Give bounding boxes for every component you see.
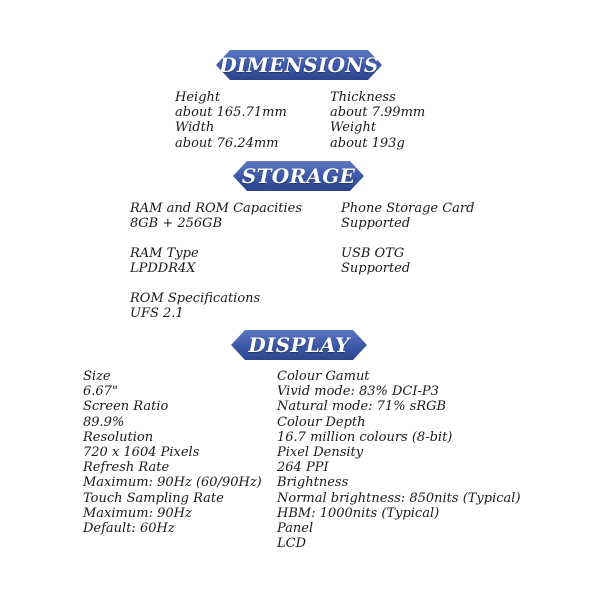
display-title: DISPLAY <box>248 333 350 357</box>
brightness-label: Brightness <box>277 475 349 491</box>
display-banner: DISPLAY <box>231 330 367 360</box>
resolution-value: 720 x 1604 Pixels <box>83 445 200 461</box>
pixel-density-label: Pixel Density <box>277 445 364 461</box>
spec-label: Phone Storage Card <box>341 201 475 216</box>
resolution-label: Resolution <box>83 429 154 445</box>
height-label: Height <box>175 90 221 105</box>
touch-sampling-label: Touch Sampling Rate <box>83 490 224 506</box>
width-label: Width <box>175 120 215 136</box>
refresh-rate-label: Refresh Rate <box>83 460 170 476</box>
dimensions-right-column: Thickness about 7.99mm Weight about 193g <box>330 90 425 151</box>
storage-banner: STORAGE <box>233 161 364 191</box>
thickness-value: about 7.99mm <box>330 105 426 121</box>
spec-label: RAM and ROM Capacities <box>130 201 303 216</box>
spec-value: UFS 2.1 <box>130 306 184 322</box>
size-label: Size <box>83 369 111 384</box>
spec-value: 8GB + 256GB <box>130 216 223 232</box>
refresh-rate-value: Maximum: 90Hz (60/90Hz) <box>83 475 262 491</box>
spec-value: LPDDR4X <box>130 261 196 277</box>
screen-ratio-value: 89.9% <box>83 414 125 430</box>
spec-label: ROM Specifications <box>130 291 261 306</box>
size-value: 6.67" <box>83 384 118 400</box>
dimensions-left-column: Height about 165.71mm Width about 76.24m… <box>175 90 287 151</box>
dimensions-title: DIMENSIONS <box>219 53 379 77</box>
weight-label: Weight <box>330 120 377 136</box>
dimensions-banner: DIMENSIONS <box>216 50 382 80</box>
spec-value: Supported <box>341 216 411 232</box>
colour-depth-label: Colour Depth <box>277 414 366 430</box>
natural-mode-value: Natural mode: 71% sRGB <box>277 399 447 415</box>
height-value: about 165.71mm <box>175 105 287 121</box>
spec-label: USB OTG <box>341 246 405 261</box>
hbm-brightness-value: HBM: 1000nits (Typical) <box>277 505 440 521</box>
width-value: about 76.24mm <box>175 135 279 151</box>
touch-sampling-default: Default: 60Hz <box>83 521 175 537</box>
panel-label: Panel <box>277 521 314 537</box>
storage-spec-ram-type: RAM Type LPDDR4X <box>130 246 199 276</box>
storage-title: STORAGE <box>241 164 356 188</box>
display-right-column: Colour Gamut Vivid mode: 83% DCI-P3 Natu… <box>277 369 521 551</box>
screen-ratio-label: Screen Ratio <box>83 399 169 415</box>
colour-gamut-label: Colour Gamut <box>277 369 370 384</box>
storage-spec-rom: ROM Specifications UFS 2.1 <box>130 291 260 321</box>
storage-spec-storage-card: Phone Storage Card Supported <box>341 201 474 231</box>
vivid-mode-value: Vivid mode: 83% DCI-P3 <box>277 384 439 400</box>
spec-label: RAM Type <box>130 246 199 261</box>
pixel-density-value: 264 PPI <box>277 460 329 476</box>
spec-value: Supported <box>341 261 411 277</box>
touch-sampling-max: Maximum: 90Hz <box>83 505 192 521</box>
weight-value: about 193g <box>330 135 405 151</box>
storage-spec-usb-otg: USB OTG Supported <box>341 246 410 276</box>
thickness-label: Thickness <box>330 90 396 105</box>
panel-value: LCD <box>277 536 307 552</box>
normal-brightness-value: Normal brightness: 850nits (Typical) <box>277 490 521 506</box>
storage-spec-ram-rom: RAM and ROM Capacities 8GB + 256GB <box>130 201 302 231</box>
display-left-column: Size 6.67" Screen Ratio 89.9% Resolution… <box>83 369 262 536</box>
colour-depth-value: 16.7 million colours (8-bit) <box>277 429 453 445</box>
